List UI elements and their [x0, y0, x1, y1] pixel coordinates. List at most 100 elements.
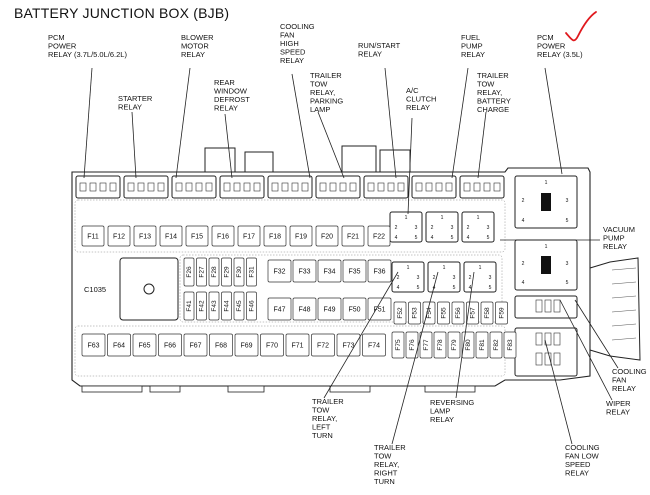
fuse-label: F15	[191, 234, 203, 241]
relay-small	[123, 175, 169, 199]
fuse-slot	[342, 259, 367, 283]
relay-pin-label: 1	[479, 265, 482, 271]
fuse-label: F58	[484, 307, 491, 319]
callout-cooling-fan-high-speed-relay: SPEED	[280, 48, 306, 57]
relay-pin-label: 2	[522, 198, 525, 204]
relay-pin-label: 2	[522, 261, 525, 267]
fuse-label: F41	[186, 300, 193, 312]
fuse-label: F28	[211, 266, 218, 278]
relay-terminal	[377, 182, 385, 192]
callout-vacuum-pump-relay: RELAY	[603, 242, 627, 251]
callout-trailer-tow-relay-parking-lamp: LAMP	[310, 105, 330, 114]
relay-terminal	[473, 182, 481, 192]
relay-small	[459, 175, 505, 199]
fuse-label: F45	[236, 300, 243, 312]
fuse-label: F35	[348, 269, 360, 276]
fuse-label: F12	[113, 234, 125, 241]
fuse-label: F21	[347, 234, 359, 241]
fuse-slot	[317, 259, 342, 283]
relay-terminal	[553, 332, 561, 346]
fuse-label: F33	[298, 269, 310, 276]
callout-trailer-tow-relay-right-turn: RIGHT	[374, 469, 398, 478]
relay-pin-label: 5	[487, 235, 490, 241]
side-connector	[589, 257, 641, 361]
relay-trailer-right	[427, 261, 461, 293]
fuse-slot	[461, 331, 475, 359]
fuse-slot	[285, 333, 310, 357]
fuse-slot	[246, 291, 257, 321]
relay-terminal	[127, 182, 135, 192]
fuse-slot	[405, 331, 419, 359]
fuse-label: F75	[395, 339, 402, 351]
callout-fuel-pump-relay: RELAY	[461, 50, 485, 59]
callout-vacuum-pump-relay: VACUUM	[603, 225, 635, 234]
fuse-label: F17	[243, 234, 255, 241]
callout-fuel-pump-relay: FUEL	[461, 33, 480, 42]
relay-pin-label: 5	[453, 285, 456, 291]
fuse-slot	[422, 301, 436, 325]
callout-starter-relay: STARTER	[118, 94, 153, 103]
connector-rib	[611, 337, 637, 341]
fuse-label: F56	[455, 307, 462, 319]
callout-rear-window-defrost-relay-leader	[224, 113, 233, 179]
relay-terminal	[137, 182, 145, 192]
relay-trailer-left	[391, 261, 425, 293]
fuse-label: F83	[507, 339, 514, 351]
callout-trailer-tow-relay-right-turn: RELAY,	[374, 460, 399, 469]
relay-small	[411, 175, 457, 199]
relay-terminal	[253, 182, 261, 192]
fuse-slot	[311, 333, 335, 357]
relay-terminal	[175, 182, 183, 192]
relay-pin-label: 2	[431, 225, 434, 231]
fuse-area-middle	[179, 254, 503, 323]
relay-pin-label: 2	[467, 225, 470, 231]
relay-mini	[461, 211, 495, 243]
fuse-slot	[475, 331, 489, 359]
fuse-slot	[362, 333, 386, 357]
callout-trailer-tow-relay-battery-charge: TOW	[477, 80, 495, 89]
relay-terminal	[243, 182, 251, 192]
fuse-slot	[81, 225, 105, 247]
connector-rib	[611, 281, 637, 285]
callout-vacuum-pump-relay: PUMP	[603, 234, 625, 243]
fuse-label: F11	[87, 234, 99, 241]
connector-rib	[611, 323, 637, 327]
fuse-label: F65	[138, 343, 150, 350]
fuse-slot	[408, 301, 421, 325]
fuse-slot	[183, 291, 195, 321]
relay-pin-label: 1	[477, 215, 480, 221]
fuse-slot	[196, 257, 207, 287]
fuse-label: F78	[437, 339, 444, 351]
relay-pin-label: 5	[417, 285, 420, 291]
relay-terminal	[535, 299, 543, 313]
housing-foot	[149, 385, 181, 393]
callout-fuel-pump-relay-leader	[451, 67, 469, 179]
relay-terminal	[493, 182, 501, 192]
mounting-tab	[204, 147, 236, 172]
callout-wiper-relay-leader	[559, 299, 613, 401]
relay-pin-label: 2	[469, 275, 472, 281]
relay-terminal	[89, 182, 97, 192]
fuse-label: F13	[139, 234, 151, 241]
relay-pin-label: 1	[441, 215, 444, 221]
relay-small	[267, 175, 313, 199]
callout-ac-clutch-relay: A/C	[406, 86, 419, 95]
callout-trailer-tow-relay-parking-lamp: PARKING	[310, 97, 343, 106]
callout-reversing-lamp-relay-leader	[455, 271, 475, 399]
relay-pin-label: 3	[487, 225, 490, 231]
fuse-slot	[263, 225, 287, 247]
callout-trailer-tow-relay-left-turn: TURN	[312, 431, 333, 440]
relay-terminal	[535, 352, 543, 366]
fuse-label: F26	[186, 266, 193, 278]
fuse-slot	[447, 331, 461, 359]
relay-pin-label: 4	[522, 280, 525, 286]
fuse-slot	[451, 301, 465, 325]
callout-trailer-tow-relay-battery-charge: CHARGE	[477, 105, 509, 114]
relay-pin-label: 1	[545, 180, 548, 186]
fuse-slot	[260, 333, 284, 357]
relay-terminal	[281, 182, 289, 192]
relay-terminal	[339, 182, 347, 192]
fuse-slot	[489, 331, 503, 359]
relay-terminal	[463, 182, 471, 192]
relay-terminal	[445, 182, 453, 192]
